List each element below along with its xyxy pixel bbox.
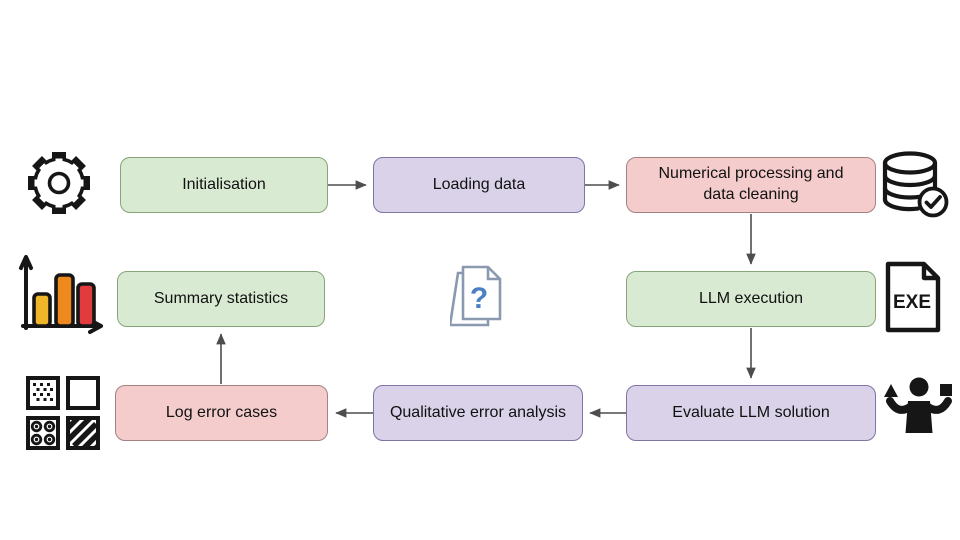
exe-file-icon: EXE [885, 261, 941, 333]
node-llm-execution-label: LLM execution [698, 289, 804, 307]
node-summary-statistics: Summary statistics [117, 271, 325, 327]
node-evaluate-llm-solution-label: Evaluate LLM solution [672, 403, 830, 421]
node-log-error-cases-label: Log error cases [165, 403, 278, 421]
node-loading-data: Loading data [373, 157, 585, 213]
node-initialisation: Initialisation [120, 157, 328, 213]
node-summary-statistics-label: Summary statistics [153, 289, 289, 307]
bar-chart-icon [19, 255, 103, 334]
node-loading-data-label: Loading data [432, 175, 526, 193]
question-document-icon: ? [450, 265, 502, 327]
node-llm-execution: LLM execution [626, 271, 876, 327]
exe-label: EXE [893, 292, 931, 313]
database-check-icon [882, 151, 949, 218]
node-numerical-processing-label: Numerical processing and data cleaning [658, 165, 844, 203]
node-evaluate-llm-solution: Evaluate LLM solution [626, 385, 876, 441]
node-qualitative-error-analysis: Qualitative error analysis [373, 385, 583, 441]
gear-icon [28, 152, 90, 214]
node-numerical-processing: Numerical processing and data cleaning [626, 157, 876, 213]
node-qualitative-error-analysis-label: Qualitative error analysis [389, 403, 567, 421]
question-mark-glyph: ? [470, 282, 488, 315]
person-deciding-icon [884, 377, 952, 433]
node-log-error-cases: Log error cases [115, 385, 328, 441]
node-initialisation-label: Initialisation [182, 175, 266, 193]
pattern-grid-icon [26, 376, 100, 450]
